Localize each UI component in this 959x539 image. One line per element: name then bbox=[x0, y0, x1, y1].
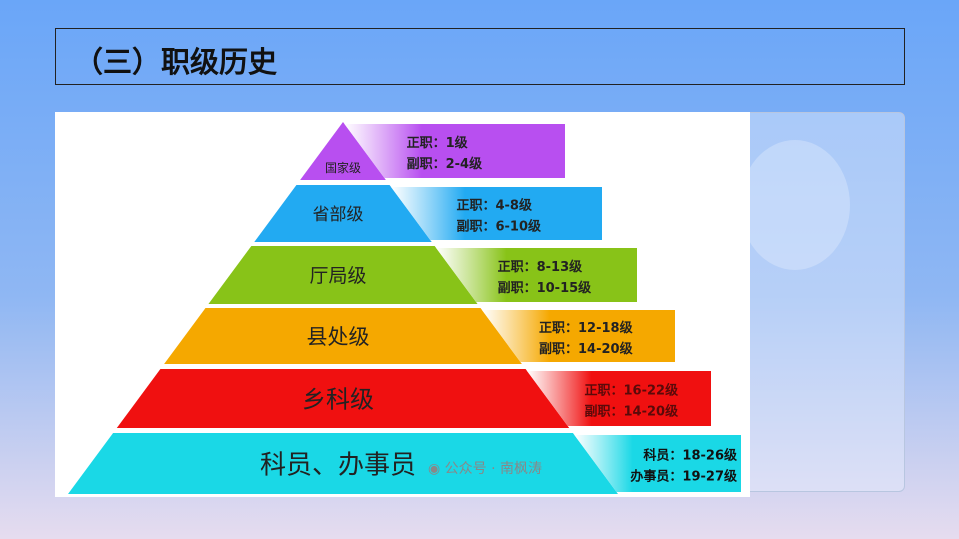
tier-shape bbox=[254, 185, 432, 242]
rank-range: 副职：6-10级 bbox=[456, 219, 542, 235]
rank-box bbox=[436, 248, 637, 302]
rank-range: 副职：10-15级 bbox=[498, 280, 593, 296]
rank-box bbox=[574, 435, 741, 492]
rank-range: 办事员：19-27级 bbox=[630, 469, 738, 485]
title-box: （三）职级历史 bbox=[55, 28, 905, 85]
tier-shape bbox=[300, 122, 386, 180]
tier-name: 乡科级 bbox=[302, 386, 374, 414]
rank-box bbox=[344, 124, 565, 178]
tier-name: 国家级 bbox=[325, 160, 361, 175]
watermark: ◉ 公众号 · 南枫涛 bbox=[428, 461, 542, 477]
rank-range: 副职：2-4级 bbox=[407, 156, 483, 172]
page-title: （三）职级历史 bbox=[74, 45, 278, 79]
decorative-circle bbox=[740, 140, 850, 270]
tier-name: 科员、办事员 bbox=[260, 450, 416, 480]
tier-name: 县处级 bbox=[307, 325, 370, 349]
rank-range: 副职：14-20级 bbox=[539, 341, 634, 357]
tier-shape bbox=[68, 433, 618, 494]
rank-range: 正职：4-8级 bbox=[456, 198, 532, 214]
tier-name: 省部级 bbox=[313, 205, 364, 225]
tier-shape bbox=[208, 246, 478, 304]
rank-box bbox=[391, 187, 602, 240]
rank-range: 正职：12-18级 bbox=[539, 320, 634, 336]
tier-name: 厅局级 bbox=[309, 265, 366, 287]
rank-range: 正职：8-13级 bbox=[498, 259, 584, 275]
tier-shape bbox=[164, 308, 522, 364]
tier-shape bbox=[116, 369, 570, 428]
rank-box bbox=[481, 310, 675, 362]
rank-box bbox=[527, 371, 711, 426]
rank-range: 正职：1级 bbox=[407, 135, 469, 151]
rank-range: 正职：16-22级 bbox=[585, 383, 680, 399]
rank-range: 副职：14-20级 bbox=[585, 404, 680, 420]
rank-range: 科员：18-26级 bbox=[643, 448, 738, 464]
